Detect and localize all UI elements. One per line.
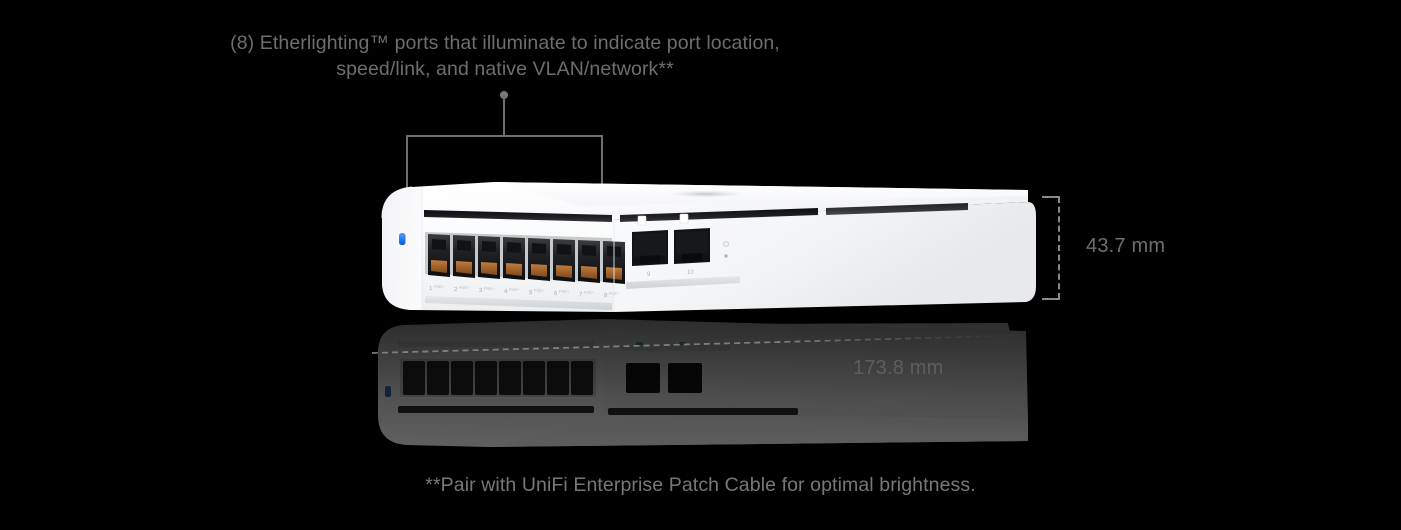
height-dimension-label: 43.7 mm [1086,235,1166,257]
svg-text:PoE+: PoE+ [484,286,495,291]
svg-text:PoE+: PoE+ [534,288,545,293]
etherlighting-callout-text: (8) Etherlighting™ ports that illuminate… [230,32,780,80]
height-dimension-tick-top [1042,196,1060,198]
svg-text:7: 7 [579,292,583,298]
height-dimension-line [1058,197,1060,299]
width-dimension-label: 173.8 mm [853,357,944,379]
callout-bracket-bar [406,135,603,137]
svg-text:1: 1 [429,286,433,292]
svg-text:10: 10 [687,270,694,276]
svg-text:PoE+: PoE+ [434,284,445,289]
footnote-text: **Pair with UniFi Enterprise Patch Cable… [425,474,976,496]
svg-text:6: 6 [554,291,558,297]
svg-text:3: 3 [479,288,483,294]
svg-text:8: 8 [604,293,608,299]
svg-text:2: 2 [454,287,458,293]
svg-text:9: 9 [647,272,651,278]
device-reflection [368,211,1038,471]
svg-text:PoE+: PoE+ [509,287,520,292]
svg-text:5: 5 [529,290,533,296]
svg-text:PoE+: PoE+ [584,290,595,295]
unifi-switch-device: 1 2 3 4 5 6 7 8 PoE+ PoE+ PoE+ PoE+ PoE+… [368,160,1038,420]
svg-text:PoE+: PoE+ [559,289,570,294]
svg-text:4: 4 [504,289,508,295]
height-dimension-tick-bottom [1042,298,1060,300]
callout-stem-line [503,95,505,136]
svg-text:PoE+: PoE+ [459,285,470,290]
